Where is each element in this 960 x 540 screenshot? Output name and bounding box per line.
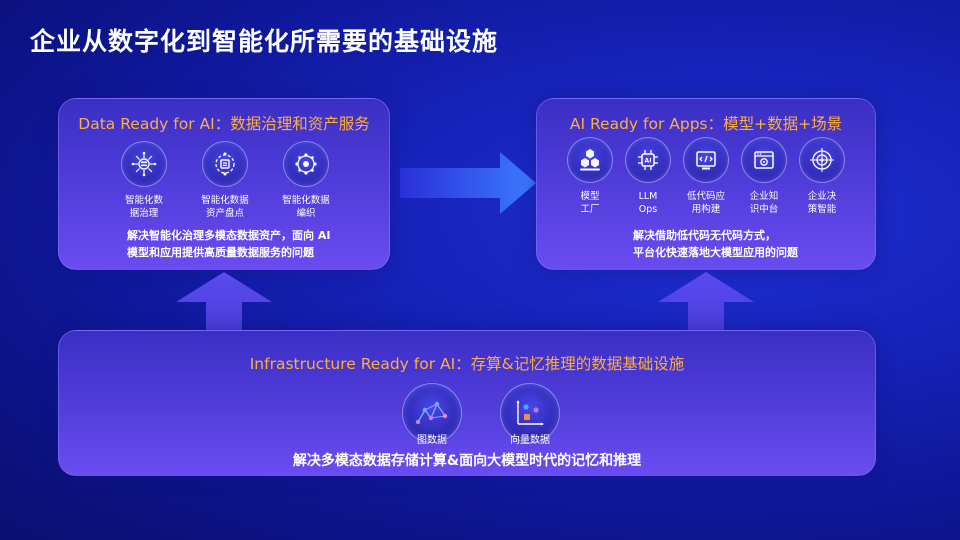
llm-ops-label-1: LLM [638,191,658,202]
ai-ready-desc-line2: 平台化快速落地大模型应用的问题 [633,246,798,259]
data-weaving-label-1: 智能化数据 [282,195,330,206]
low-code-label-2: 用构建 [691,204,721,215]
knowledge-hub-label-1: 企业知 [749,191,779,202]
asset-inventory-label-2: 资产盘点 [205,208,244,219]
model-factory-icon [567,137,613,183]
data-governance-label-1: 智能化数 [124,195,163,206]
vector-database-label: 向量数据 [510,435,550,446]
vector-database-icon [500,383,560,443]
knowledge-hub-item[interactable]: 企业知 识中台 [729,137,799,216]
graph-database-label: 图数据 [417,435,447,446]
data-governance-icon [121,141,167,187]
knowledge-hub-icon [741,137,787,183]
svg-text:AI: AI [645,158,652,165]
asset-inventory-item[interactable]: 智能化数据 资产盘点 [190,141,260,220]
llm-ops-item[interactable]: AI LLM Ops [613,137,683,216]
infra-ready-panel: Infrastructure Ready for AI：存算&记忆推理的数据基础… [58,330,876,476]
decision-intelligence-item[interactable]: 企业决 策智能 [787,137,857,216]
decision-intelligence-label-2: 策智能 [807,204,837,215]
data-ready-desc-line2: 模型和应用提供高质量数据服务的问题 [127,246,314,259]
data-ready-panel: Data Ready for AI：数据治理和资产服务 智能化数 据治理 [58,98,390,270]
ai-ready-title: AI Ready for Apps：模型+数据+场景 [569,115,843,133]
knowledge-hub-label-2: 识中台 [749,204,779,215]
decision-intelligence-label-1: 企业决 [807,191,837,202]
asset-inventory-label-1: 智能化数据 [201,195,249,206]
model-factory-item[interactable]: 模型 工厂 [555,137,625,216]
llm-ops-icon: AI [625,137,671,183]
data-governance-label-2: 据治理 [129,208,159,219]
ai-ready-description: 解决借助低代码无代码方式， 平台化快速落地大模型应用的问题 [633,227,798,261]
decision-intelligence-icon [799,137,845,183]
model-factory-label-2: 工厂 [580,204,600,215]
arrow-right-icon [400,152,536,214]
llm-ops-label-2: Ops [638,204,658,215]
data-ready-desc-line1: 解决智能化治理多模态数据资产，面向 AI [127,229,331,242]
data-weaving-icon [283,141,329,187]
ai-ready-desc-line1: 解决借助低代码无代码方式， [633,229,776,242]
infra-ready-title: Infrastructure Ready for AI：存算&记忆推理的数据基础… [249,355,685,373]
data-ready-description: 解决智能化治理多模态数据资产，面向 AI 模型和应用提供高质量数据服务的问题 [127,227,330,261]
graph-database-icon [402,383,462,443]
slide-title: 企业从数字化到智能化所需要的基础设施 [30,27,499,56]
model-factory-label-1: 模型 [580,191,600,202]
arrow-up-left-icon [176,272,272,334]
low-code-item[interactable]: 低代码应 用构建 [671,137,741,216]
graph-database-item[interactable]: 图数据 [397,383,467,446]
data-governance-item[interactable]: 智能化数 据治理 [109,141,179,220]
infra-ready-description: 解决多模态数据存储计算&面向大模型时代的记忆和推理 [292,453,642,469]
data-ready-title: Data Ready for AI：数据治理和资产服务 [78,115,370,133]
asset-inventory-icon [202,141,248,187]
arrow-up-right-icon [658,272,754,334]
vector-database-item[interactable]: 向量数据 [495,383,565,446]
data-weaving-label-2: 编织 [296,208,316,219]
data-weaving-item[interactable]: 智能化数据 编织 [271,141,341,220]
low-code-label-1: 低代码应 [686,191,725,202]
ai-ready-panel: AI Ready for Apps：模型+数据+场景 模型 工厂 AI [536,98,876,270]
low-code-icon [683,137,729,183]
